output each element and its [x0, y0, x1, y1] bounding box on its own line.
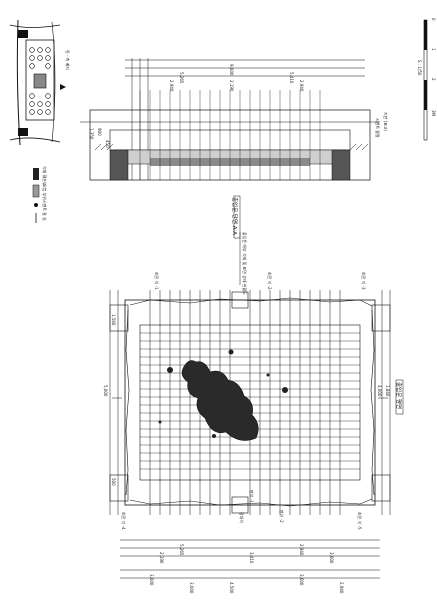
section-title: 출입문 단면 A-A [231, 197, 239, 235]
plan-callout-3: 회전 석 -3 [361, 272, 367, 290]
legend-swatch-damage [33, 168, 39, 180]
plan-side-dim-2: 1,560 [111, 314, 116, 326]
damage-spot [167, 367, 173, 373]
plan-callout-1: 회전 석 -1 [154, 272, 160, 290]
legend: 석재 훼손부 오염 부위 시멘트 결 실 [32, 166, 48, 223]
section-height-1: 1,350 [89, 128, 94, 140]
key-plan-label: 동 - 측 배치 [65, 50, 71, 70]
plan-callout-4: 회전 석 -4 [121, 512, 127, 530]
plan-dim-bottom-4: 2,940 [339, 582, 344, 594]
plan-dim-bottom-1: 3,600 [149, 574, 154, 586]
damage-spot [228, 349, 234, 355]
legend-item-1: 석재 훼손부 [42, 166, 48, 186]
plan-view: 5,000 1,560 4,000 1,840 500 5,265 2,940 … [103, 272, 404, 594]
plan-side-dim-3: 4,000 [377, 385, 382, 397]
scale-value-0: 0 [431, 18, 436, 21]
plan-dim-top-3: 2,190 [159, 552, 164, 564]
plan-title: 출입문 평면 [395, 382, 403, 409]
scale-bar: 0 1 2 3M S : 1/50 [417, 18, 436, 141]
damage-spot [212, 434, 216, 438]
section-callout: 시멘트 몰탈 [375, 118, 381, 138]
plan-callout-8: 판석 -2 [279, 510, 285, 523]
section-dim-5: 2,190 [229, 80, 234, 92]
legend-swatch-cement [34, 203, 38, 207]
plan-dim-top-2: 2,940 [299, 544, 304, 556]
section-dim-3: 5,410 [289, 72, 294, 84]
plan-side-dim-4: 1,840 [385, 385, 390, 397]
scale-value-2: 2 [431, 78, 436, 81]
section-dim-2: 5,265 [179, 72, 184, 84]
damage-spot [266, 373, 270, 377]
plan-callout-7: 판석 -1 [249, 490, 255, 503]
plan-dim-top-5: 3,600 [329, 552, 334, 564]
plan-callout-6: 장대석 [239, 512, 245, 523]
section-dim-4: 2,940 [169, 80, 174, 92]
legend-item-2: 오염 부위 [42, 184, 48, 200]
plan-dim-bottom-5: 3,000 [189, 582, 194, 594]
scale-value-1: 1 [431, 48, 436, 51]
section-dim-1: 9,600 [229, 64, 234, 76]
plan-dim-top-4: 3,410 [249, 552, 254, 564]
plan-callout-2: 회전 석 -2 [267, 272, 273, 290]
plan-note: 출입문 하부 석재 및 표면 상태 현황도 [242, 232, 248, 295]
legend-item-3: 시멘트 [42, 200, 48, 211]
plan-dim-top-1: 5,265 [179, 544, 184, 556]
damage-spot [282, 387, 288, 393]
section-a-a: 9,600 5,265 5,410 2,940 2,190 2,940 [80, 58, 389, 239]
section-height-3: 450 [105, 140, 110, 148]
scale-value-3: 3M [431, 110, 436, 117]
plan-side-dim-1: 5,000 [103, 385, 108, 397]
plan-callout-5: 회전 석 -5 [357, 512, 363, 530]
legend-item-4: 결 실 [42, 212, 48, 221]
key-plan: 동 - 측 배치 [9, 19, 71, 146]
plan-dim-bottom-3: 3,600 [299, 574, 304, 586]
damage-spot [158, 420, 162, 424]
legend-swatch-stain [32, 184, 40, 198]
section-dim-6: 2,940 [299, 80, 304, 92]
plan-side-dim-5: 500 [111, 478, 116, 486]
section-height-2: 900 [97, 128, 102, 136]
plan-dim-bottom-2: 4,500 [229, 582, 234, 594]
section-level-label: 지반 (표고) [383, 112, 389, 132]
damage-area [181, 360, 259, 441]
scale-label: S : 1/50 [417, 60, 422, 76]
